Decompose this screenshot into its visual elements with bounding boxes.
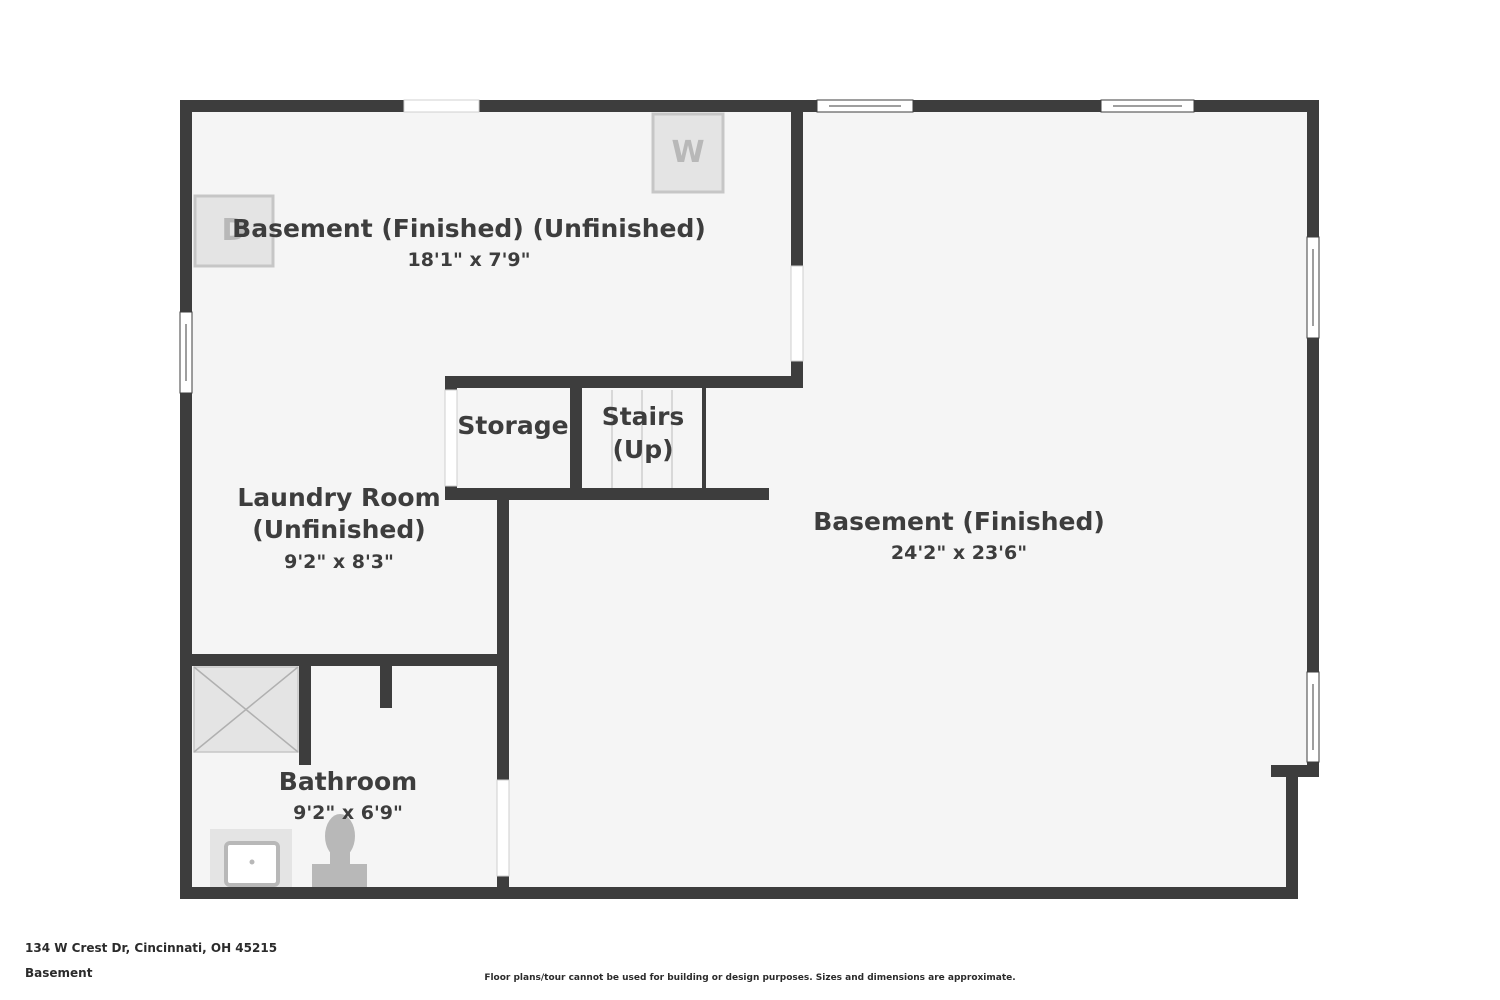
svg-text:W: W — [671, 135, 704, 170]
svg-text:9'2" x 8'3": 9'2" x 8'3" — [284, 551, 394, 573]
svg-text:Storage: Storage — [457, 411, 568, 440]
door-opening — [790, 265, 804, 362]
floor-level: Basement — [25, 966, 93, 980]
room-label-storage: Storage — [457, 411, 568, 440]
toilet-icon — [312, 814, 367, 887]
sink-icon — [210, 829, 292, 887]
room-label-bathroom: Bathroom 9'2" x 6'9" — [279, 767, 417, 824]
svg-text:Basement (Finished): Basement (Finished) — [813, 507, 1105, 536]
svg-text:Bathroom: Bathroom — [279, 767, 417, 796]
svg-text:Laundry Room: Laundry Room — [237, 483, 440, 512]
svg-text:9'2" x 6'9": 9'2" x 6'9" — [293, 802, 403, 824]
svg-text:Basement (Finished) (Unfinishe: Basement (Finished) (Unfinished) — [232, 214, 706, 243]
dryer-icon: D — [193, 194, 275, 268]
stair-treads — [611, 390, 673, 488]
washer-icon: W — [651, 112, 725, 194]
door-opening — [444, 389, 458, 487]
room-label-stairs: Stairs (Up) — [602, 402, 685, 464]
svg-text:24'2" x 23'6": 24'2" x 23'6" — [891, 542, 1027, 564]
shower-icon — [193, 666, 299, 753]
window — [403, 99, 480, 113]
room-label-laundry: Laundry Room (Unfinished) 9'2" x 8'3" — [237, 483, 440, 573]
svg-text:18'1" x 7'9": 18'1" x 7'9" — [407, 249, 530, 271]
door-opening — [496, 779, 510, 877]
svg-text:(Unfinished): (Unfinished) — [252, 515, 425, 544]
room-label-basement-main: Basement (Finished) 24'2" x 23'6" — [813, 507, 1105, 564]
disclaimer: Floor plans/tour cannot be used for buil… — [484, 973, 1016, 983]
svg-text:D: D — [222, 213, 247, 248]
svg-text:Stairs: Stairs — [602, 402, 685, 431]
svg-text:(Up): (Up) — [612, 435, 673, 464]
room-label-basement-upper: Basement (Finished) (Unfinished) 18'1" x… — [232, 214, 706, 271]
property-address: 134 W Crest Dr, Cincinnati, OH 45215 — [25, 941, 278, 955]
windows — [179, 99, 1320, 877]
